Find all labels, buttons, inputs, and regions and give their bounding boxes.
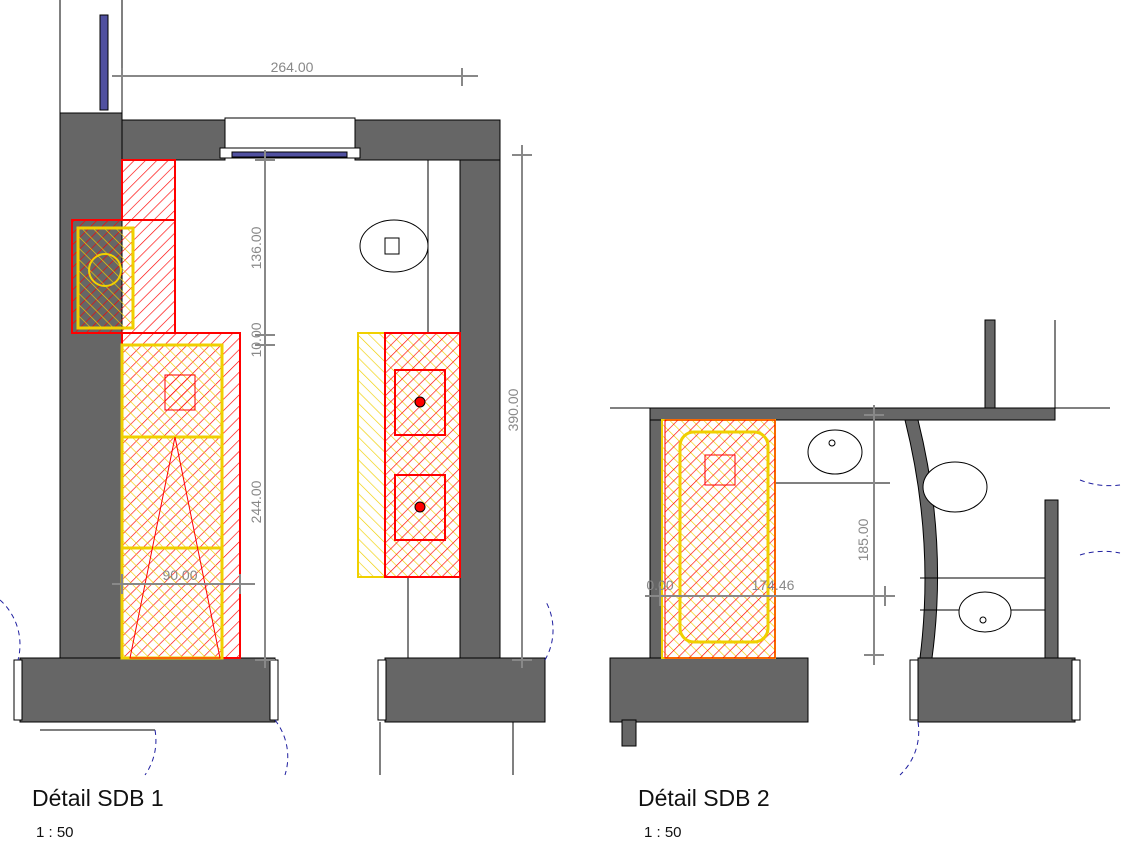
wall-right xyxy=(459,159,501,661)
dim-90: 90.00 xyxy=(162,567,197,583)
dim-10: 10.00 xyxy=(248,322,264,357)
wall-left xyxy=(649,419,663,661)
wall-bottom-right xyxy=(384,657,546,723)
dim-264: 264.00 xyxy=(271,59,314,75)
cabinet-top xyxy=(121,159,176,221)
wall-bottom-left xyxy=(609,657,809,723)
view-scale-sdb2: 1 : 50 xyxy=(644,824,682,841)
dim-0: 0.00 xyxy=(646,577,673,593)
wall-top-right xyxy=(354,119,501,161)
wall-bottom-left xyxy=(19,657,276,723)
dim-185: 185.00 xyxy=(855,518,871,561)
sdb1-plan xyxy=(0,0,554,776)
sdb2-dimensions xyxy=(645,405,895,665)
basin-1 xyxy=(394,369,446,436)
basin-2 xyxy=(958,591,1012,633)
view-title-sdb1: Détail SDB 1 xyxy=(32,785,164,811)
dim-390: 390.00 xyxy=(505,388,521,431)
dim-174: 174.46 xyxy=(752,577,795,593)
wall-right xyxy=(1044,499,1059,661)
sdb2-plan xyxy=(609,319,1121,776)
wall-left xyxy=(59,112,123,661)
window-top xyxy=(224,117,356,149)
curved-wall xyxy=(904,419,939,659)
dim-244: 244.00 xyxy=(248,480,264,523)
wall-top-left xyxy=(121,119,226,161)
sdb1-dimensions xyxy=(112,68,532,668)
view-title-sdb2: Détail SDB 2 xyxy=(638,785,770,811)
wall-top xyxy=(649,407,1056,421)
wall-bottom-right xyxy=(917,657,1076,723)
dim-136: 136.00 xyxy=(248,226,264,269)
view-scale-sdb1: 1 : 50 xyxy=(36,824,74,841)
window-left xyxy=(99,14,109,111)
basin xyxy=(807,429,863,475)
toilet xyxy=(922,461,988,513)
basin-2 xyxy=(394,474,446,541)
